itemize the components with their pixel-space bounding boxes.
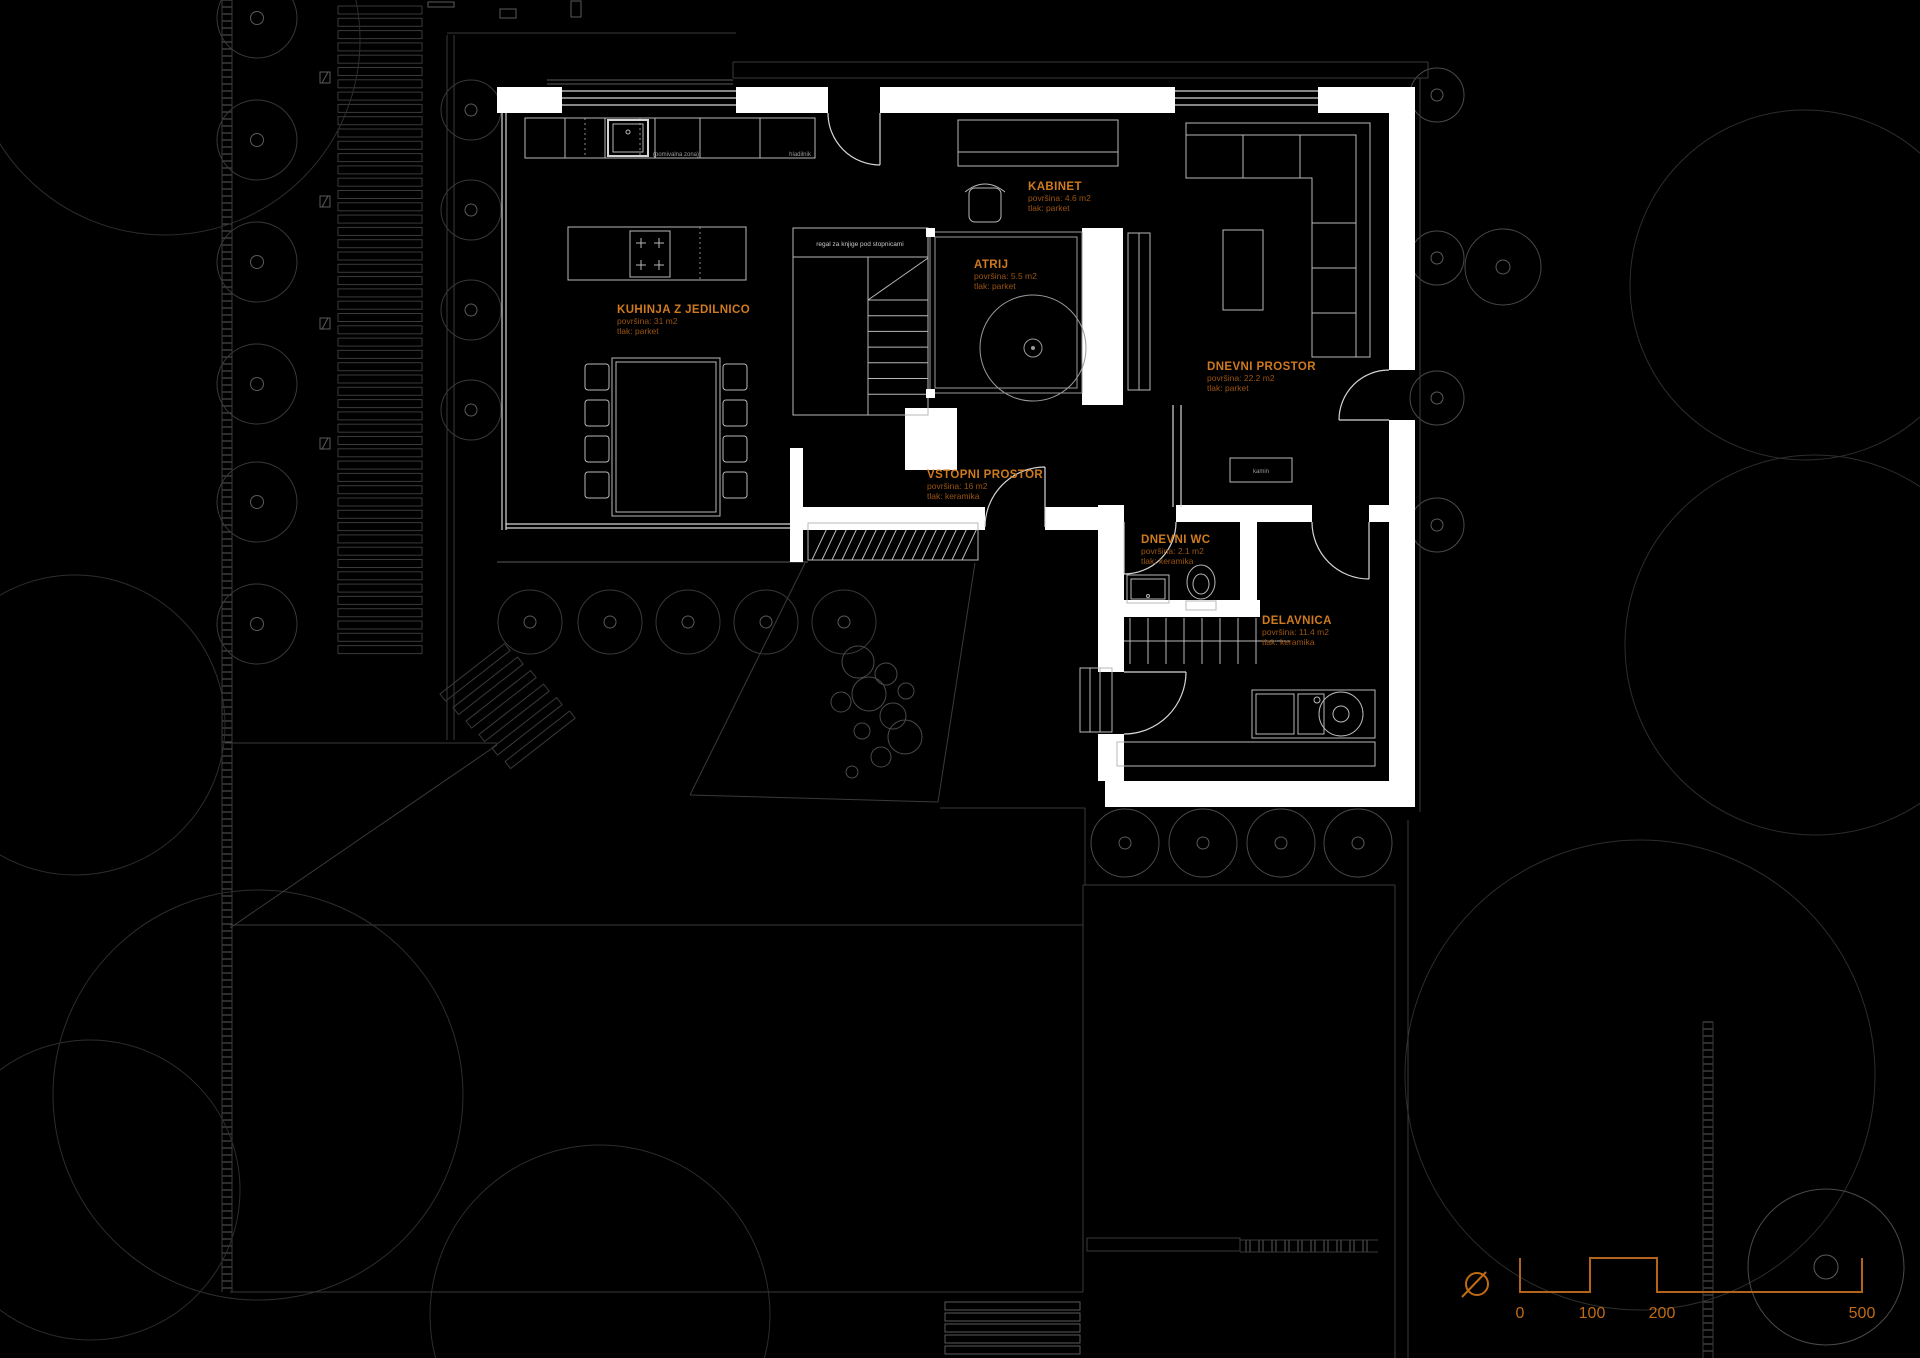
building-walls	[497, 87, 1415, 807]
sofa	[1185, 122, 1371, 358]
exterior-steps	[1079, 667, 1113, 733]
wc-door	[1123, 521, 1177, 575]
room-area: površina: 2.1 m2	[1141, 546, 1204, 556]
room-area: površina: 11.4 m2	[1262, 627, 1329, 637]
living-east-door	[1338, 369, 1390, 421]
room-name: KABINET	[1028, 181, 1082, 193]
room-label-kuhinja-z-jedilnico: KUHINJA Z JEDILNICO površina: 31 m2 tlak…	[617, 304, 750, 336]
fridge-label: hladilnik	[789, 152, 812, 158]
sink-zone-label: (pomivalna zona)	[653, 152, 699, 158]
site-paths	[225, 0, 1429, 1358]
wc-sink	[1126, 574, 1170, 604]
fireplace-label: kamin	[1253, 469, 1269, 475]
room-floor: tlak: parket	[617, 326, 659, 336]
room-label-dnevni-prostor: DNEVNI PROSTOR površina: 22.2 m2 tlak: p…	[1207, 361, 1316, 393]
room-name: KUHINJA Z JEDILNICO	[617, 304, 750, 316]
room-area: površina: 4.6 m2	[1028, 193, 1091, 203]
office-chair	[964, 183, 1006, 223]
entry-door	[984, 466, 1046, 528]
room-label-vstopni-prostor: VSTOPNI PROSTOR površina: 16 m2 tlak: ke…	[927, 469, 1043, 501]
room-area: površina: 16 m2	[927, 481, 988, 491]
atrium-tree	[979, 294, 1087, 402]
room-area: površina: 5.5 m2	[974, 271, 1037, 281]
fireplace: kamin	[1229, 457, 1293, 483]
scale-500: 500	[1849, 1305, 1876, 1322]
room-label-dnevni-wc: DNEVNI WC površina: 2.1 m2 tlak: keramik…	[1141, 534, 1210, 566]
wc-toilet	[1185, 564, 1217, 611]
room-floor: tlak: keramika	[927, 491, 980, 501]
room-name: DNEVNI PROSTOR	[1207, 361, 1316, 373]
kitchen-north-door	[827, 112, 881, 166]
workshop-north-door	[1311, 521, 1370, 580]
scale-bar: 0 100 200 500	[1461, 1257, 1876, 1322]
kitchen-island	[567, 226, 747, 281]
room-floor: tlak: parket	[974, 281, 1016, 291]
staircase	[792, 227, 929, 416]
room-name: ATRIJ	[974, 259, 1008, 271]
room-floor: tlak: keramika	[1262, 637, 1315, 647]
workshop-west-door	[1123, 671, 1187, 735]
dining-table	[611, 357, 721, 517]
room-label-atrij: ATRIJ površina: 5.5 m2 tlak: parket	[974, 259, 1037, 291]
room-name: DELAVNICA	[1262, 615, 1332, 627]
windows-glazing	[501, 79, 1318, 530]
desk	[957, 119, 1119, 167]
workbench	[1116, 689, 1376, 767]
atrium	[926, 228, 1087, 402]
room-name: VSTOPNI PROSTOR	[927, 469, 1043, 481]
room-label-delavnica: DELAVNICA površina: 11.4 m2 tlak: kerami…	[1262, 615, 1332, 647]
stairs-shelf-label: regal za knjige pod stopnicami	[816, 241, 903, 248]
tall-cupboard	[1127, 232, 1151, 391]
room-label-kabinet: KABINET površina: 4.6 m2 tlak: parket	[1028, 181, 1091, 213]
room-name: DNEVNI WC	[1141, 534, 1210, 546]
kitchen-counter	[524, 117, 816, 159]
coffee-table	[1222, 229, 1264, 311]
scale-100: 100	[1579, 1305, 1606, 1322]
room-area: površina: 31 m2	[617, 316, 678, 326]
scale-0: 0	[1516, 1305, 1525, 1322]
room-area: površina: 22.2 m2	[1207, 373, 1275, 383]
scale-bar-symbol-icon	[1461, 1271, 1489, 1298]
scale-200: 200	[1649, 1305, 1676, 1322]
room-floor: tlak: parket	[1207, 383, 1249, 393]
doormat	[807, 522, 979, 561]
room-floor: tlak: parket	[1028, 203, 1070, 213]
room-floor: tlak: keramika	[1141, 556, 1194, 566]
doors	[827, 112, 1390, 735]
